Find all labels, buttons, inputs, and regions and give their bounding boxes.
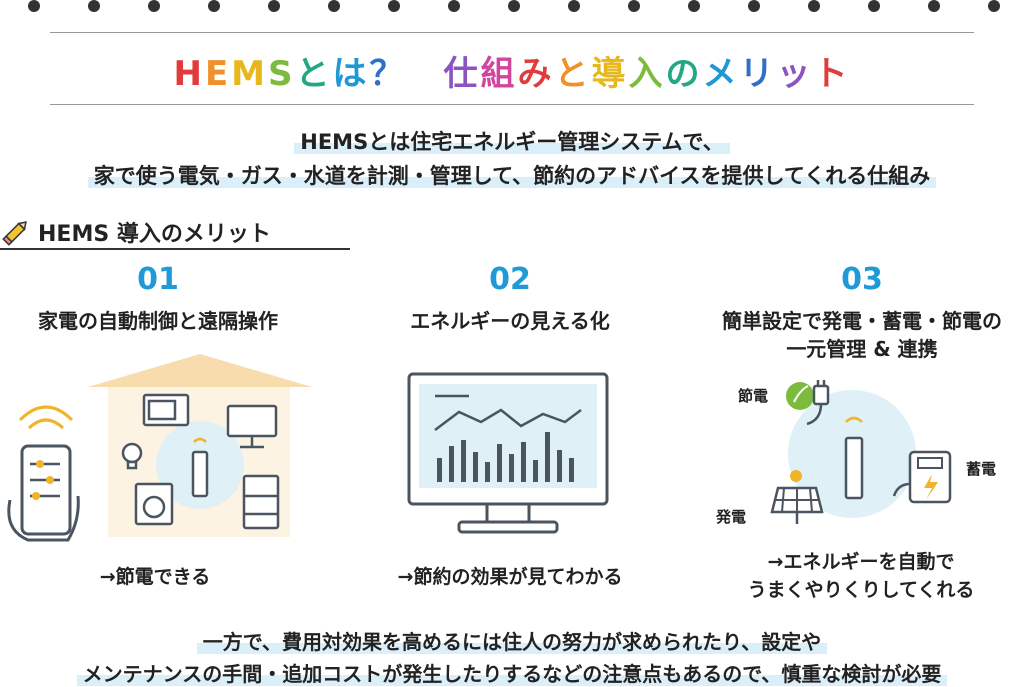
merit-result: →節約の効果が見てわかる [397, 566, 623, 588]
title-char: S [268, 54, 296, 94]
merit-result-line-1: →エネルギーを自動で [767, 551, 955, 573]
title-char: H [173, 54, 205, 94]
title-char: 仕 [443, 54, 481, 94]
microwave-icon [142, 393, 190, 427]
intro-line-1: HEMSとは住宅エネルギー管理システムで、 [0, 126, 1024, 156]
monitor-illustration [407, 372, 609, 534]
washing-machine-icon [134, 482, 174, 526]
title-char: ト [813, 54, 851, 94]
title-char: ッ [776, 54, 814, 94]
merit-title-line-2: 一元管理 & 連携 [786, 337, 938, 361]
intro-line-2: 家で使う電気・ガス・水道を計測・管理して、節約のアドバイスを提供してくれる仕組み [0, 160, 1024, 190]
merit-result-line-2: うまくやりくりしてくれる [747, 579, 975, 601]
battery-icon [892, 450, 952, 504]
bar-chart-icon [437, 432, 574, 482]
solar-panel-icon [770, 470, 824, 524]
section-title: HEMS 導入のメリット [38, 222, 271, 247]
title-char: と [295, 54, 333, 94]
title-char: は [332, 54, 370, 94]
title-char: 組 [480, 54, 518, 94]
merit-number: 01 [137, 262, 179, 297]
merit-number: 03 [841, 262, 883, 297]
merit-02: 02 エネルギーの見える化 [340, 262, 680, 335]
smartphone-icon [7, 405, 80, 542]
label-power-generation: 発電 [716, 508, 747, 526]
fridge-icon [242, 474, 280, 530]
title-top-rule [50, 32, 974, 33]
title-char: 入 [628, 54, 666, 94]
outro-line-1: 一方で、費用対効果を高めるには住人の努力が求められたり、設定や [0, 626, 1024, 655]
merit-03: 03 簡単設定で発電・蓄電・節電の 一元管理 & 連携 [692, 262, 1024, 363]
merit-number: 02 [489, 262, 531, 297]
tv-icon [226, 404, 278, 449]
title-char: の [665, 54, 703, 94]
router-icon [844, 416, 864, 500]
router-icon [191, 437, 209, 498]
title-char: メ [702, 54, 740, 94]
energy-management-illustration [770, 380, 952, 524]
merit-title: エネルギーの見える化 [410, 309, 610, 333]
title-char: 導 [591, 54, 629, 94]
merit-01: 01 家電の自動制御と遠隔操作 [0, 262, 328, 335]
title-char: ？ [369, 54, 407, 94]
title-bottom-rule [50, 104, 974, 105]
label-power-saving: 節電 [738, 387, 769, 405]
pencil-icon [2, 221, 27, 246]
leaf-plug-icon [786, 380, 830, 426]
house-roof [88, 354, 312, 387]
smart-home-illustration [7, 354, 312, 542]
merit-title: 家電の自動制御と遠隔操作 [38, 309, 278, 333]
section-underline [0, 248, 350, 250]
title-char: と [554, 54, 592, 94]
outro-line-2: メンテナンスの手間・追加コストが発生したりするなどの注意点もあるので、慎重な検討… [0, 658, 1024, 687]
title-char: E [204, 54, 232, 94]
label-power-storage: 蓄電 [966, 460, 997, 478]
page-title: HEMSとは？ 仕組みと導入のメリット [0, 46, 1024, 95]
title-char [407, 54, 444, 94]
title-char: リ [739, 54, 777, 94]
light-bulb-icon [121, 442, 143, 470]
decorative-dot-row [28, 0, 1000, 12]
merit-title-line-1: 簡単設定で発電・蓄電・節電の [722, 309, 1002, 333]
title-char: M [231, 54, 269, 94]
merit-result: →節電できる [99, 566, 211, 588]
title-char: み [517, 54, 555, 94]
